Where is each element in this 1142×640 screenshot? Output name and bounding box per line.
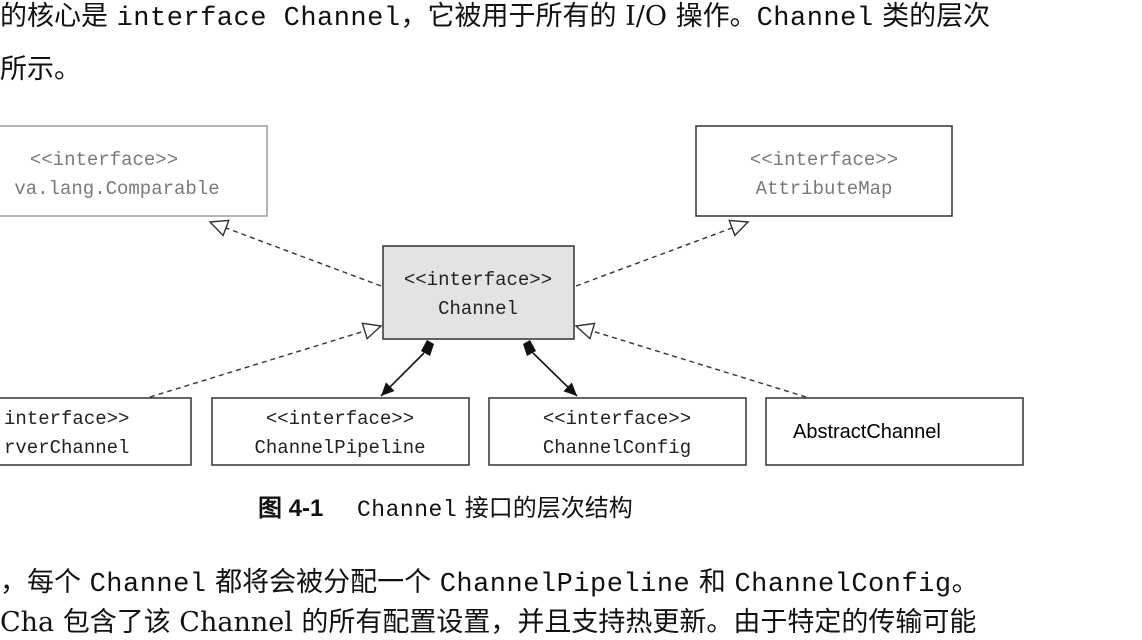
attribute-map-stereotype: <<interface>>	[750, 149, 898, 171]
channel-config-stereotype: <<interface>>	[543, 408, 691, 430]
realization-comparable	[208, 219, 382, 287]
abstract-channel-name: AbstractChannel	[793, 421, 941, 443]
channel-name: Channel	[438, 298, 518, 320]
paragraph-bottom-line-1: ，每个 Channel 都将会被分配一个 ChannelPipeline 和 C…	[0, 567, 979, 600]
composition-config	[532, 352, 578, 397]
code-channel: Channel	[756, 4, 874, 34]
channel-config-name: ChannelConfig	[543, 437, 691, 459]
abstract-channel-box	[765, 397, 1024, 466]
channel-pipeline-name: ChannelPipeline	[254, 437, 425, 459]
server-channel-stereotype: interface>>	[4, 408, 129, 430]
channel-pipeline-stereotype: <<interface>>	[266, 408, 414, 430]
comparable-box	[0, 125, 268, 217]
channel-pipeline-box	[211, 397, 470, 466]
caption-code: Channel	[357, 497, 458, 523]
composition-pipeline	[380, 352, 425, 397]
paragraph-line-2: 所示。	[0, 54, 81, 85]
code-interface-channel: interface Channel	[116, 4, 401, 34]
figure-caption: 图 4-1 Channel 接口的层次结构	[258, 492, 633, 526]
realization-attribute-map	[575, 219, 750, 287]
channel-hierarchy-diagram: <<interface>> va.lang.Comparable <<inter…	[0, 125, 1024, 466]
composition-diamond-pipeline	[421, 340, 434, 356]
composition-diamond-config	[523, 340, 536, 356]
caption-text: 接口的层次结构	[464, 494, 633, 522]
paragraph-bottom-line-2: Cha 包含了该 Channel 的所有配置设置，并且支持热更新。由于特定的传输…	[0, 607, 977, 638]
channel-stereotype: <<interface>>	[404, 269, 552, 291]
comparable-stereotype: <<interface>>	[30, 149, 178, 171]
channel-box	[382, 245, 575, 340]
channel-config-box	[488, 397, 747, 466]
attribute-map-box	[695, 125, 953, 217]
figure-number: 图 4-1	[258, 495, 324, 522]
server-channel-box	[0, 397, 192, 466]
paragraph-line-1: 的核心是 interface Channel，它被用于所有的 I/O 操作。Ch…	[0, 1, 991, 34]
server-channel-name: rverChannel	[4, 437, 129, 459]
comparable-name: va.lang.Comparable	[14, 178, 219, 200]
attribute-map-name: AttributeMap	[756, 178, 893, 200]
realization-server-channel	[149, 322, 383, 398]
realization-abstract-channel	[574, 322, 807, 398]
